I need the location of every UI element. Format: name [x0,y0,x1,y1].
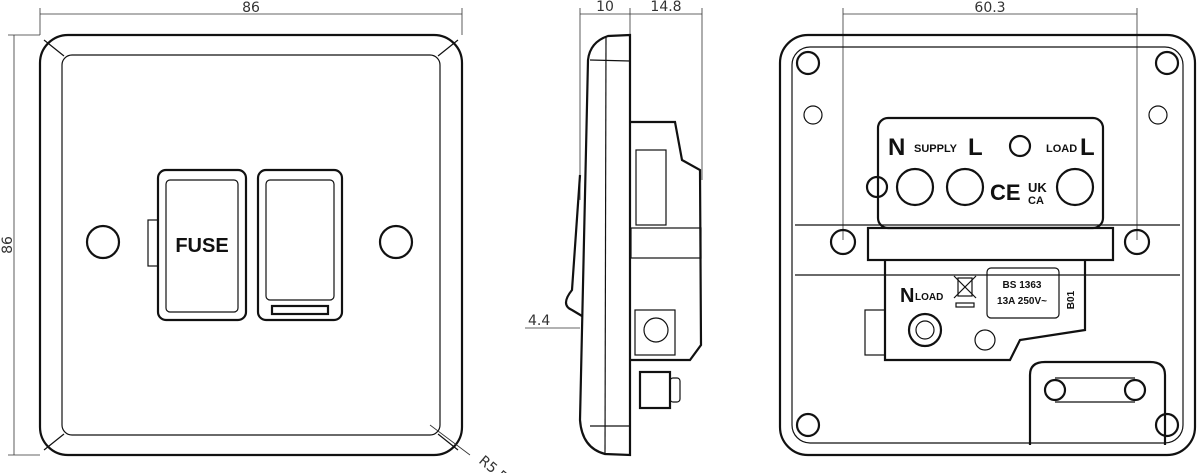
plate-profile [578,33,632,457]
ukca-mark-top: UK [1028,180,1047,195]
load-label: LOAD [1046,143,1077,155]
fixing-hole-left [829,228,857,256]
fixing-hole-left [85,224,121,260]
height-dimension: 86 [0,236,16,254]
terminal-screw [945,167,985,207]
terminal-screw [895,167,935,207]
earth-symbol-icon [1148,105,1168,125]
rear-module-profile [630,120,703,410]
rating-label: 13A 250V~ [997,296,1047,307]
faceplate-inner [61,54,441,436]
earth-symbol-icon [803,105,823,125]
terminal-l-supply: L [968,134,983,161]
terminal-l-load: L [1080,134,1095,161]
faceplate-outline [38,33,464,457]
front-view: 86 86 FUSE R5.5 [0,0,510,473]
rear-view: 60.3 N SUPPLY L LOAD L CE UK CA N LOAD B… [778,0,1197,457]
rocker-dimension: 4.4 [528,313,550,329]
radius-dimension: R5.5 [475,453,510,473]
back-depth-dimension: 14.8 [650,0,681,15]
width-dimension: 86 [242,0,260,16]
backbox-outline [778,33,1197,457]
ce-mark: CE [990,180,1021,205]
terminal-n-supply: N [888,134,905,161]
fixing-centres-dimension: 60.3 [974,0,1005,16]
cross-bar [866,226,1115,262]
fixing-hole-right [378,224,414,260]
side-view: 10 14.8 4.4 [525,0,703,457]
n-load-label: LOAD [915,292,943,303]
plate-depth-dimension: 10 [596,0,614,15]
terminal-block [876,116,1105,230]
cable-clamp [1028,360,1167,445]
supply-label: SUPPLY [914,143,958,155]
code-label: B01 [1066,290,1077,309]
rocker-profile [564,174,583,317]
terminal-screw [1055,167,1095,207]
fuse-label: FUSE [175,235,228,257]
standard-label: BS 1363 [1003,280,1042,291]
switch-rocker [256,168,344,322]
fixing-hole-right [1123,228,1151,256]
terminal-n-load: N [900,285,914,307]
ukca-mark-bottom: CA [1028,195,1044,207]
weee-bin-icon [953,275,977,308]
